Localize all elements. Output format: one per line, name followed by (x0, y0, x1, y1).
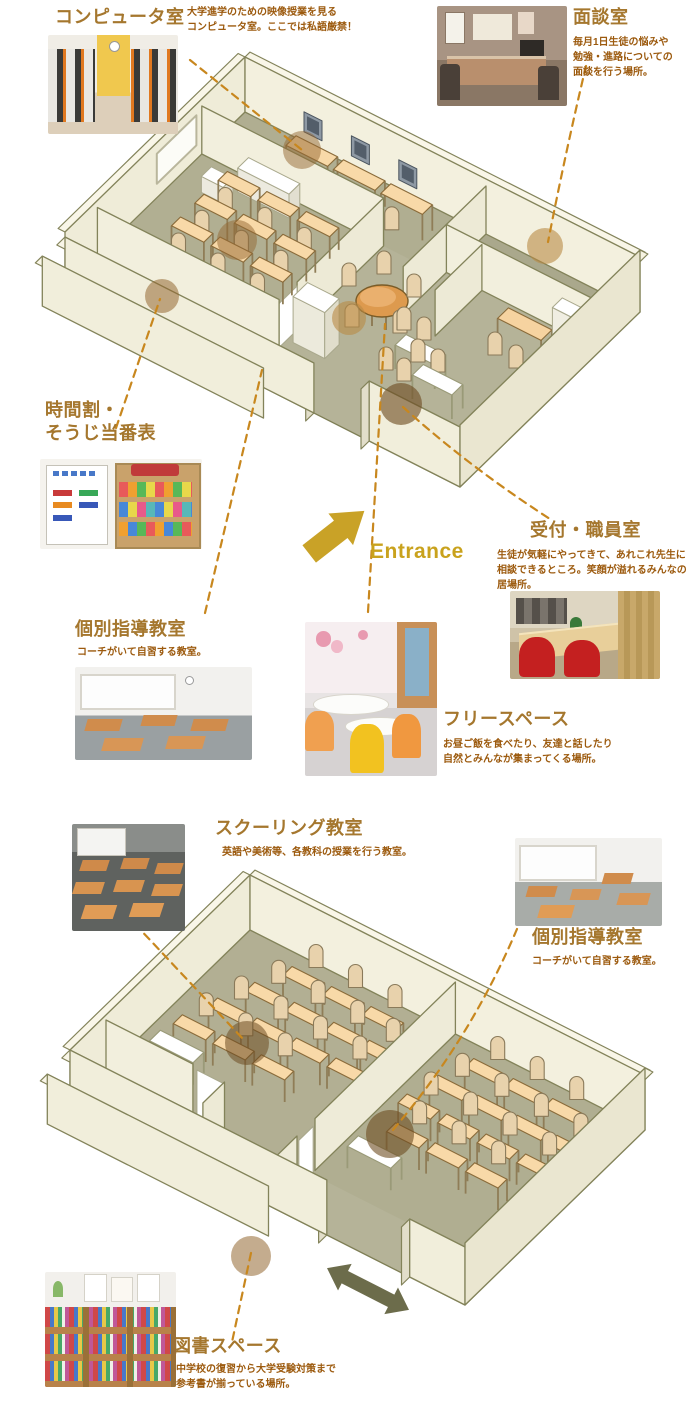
individual-room-photo-b (515, 838, 662, 926)
schooling-room-title: スクーリング教室 (215, 818, 363, 838)
computer-room-label: コンピュータ室 (55, 6, 185, 29)
individual-room-label: 個別指導教室 コーチがいて自習する教室。 (75, 618, 207, 660)
leader-free-space (366, 322, 387, 614)
leader-lines (114, 58, 588, 1344)
individual-room-title-b: 個別指導教室 (532, 927, 643, 947)
partition-interview-left (434, 243, 483, 337)
individual-room-title: 個別指導教室 (75, 619, 186, 639)
schooling-room-photo (72, 824, 185, 931)
library-photo (45, 1272, 176, 1387)
wall-detached-left-b (39, 1073, 270, 1237)
top-room-markers (145, 131, 563, 425)
leader-timetable (114, 297, 162, 430)
wall-right-outer-b (464, 1067, 654, 1306)
interview-room-desc: 毎月1日生徒の悩みや 勉強・進路についての 面談を行う場所。 (573, 37, 673, 79)
reception-marker (380, 383, 422, 425)
leader-computer-room (188, 58, 304, 152)
individual-room-marker (217, 220, 257, 260)
free-space-table (341, 250, 422, 334)
individual-room-desc-b: コーチがいて自習する教室。 (532, 956, 662, 968)
free-space-marker (332, 301, 366, 335)
interview-room-label: 面談室 毎月1日生徒の悩みや 勉強・進路についての 面談を行う場所。 (573, 6, 673, 80)
computer-room-title: コンピュータ室 (55, 7, 185, 27)
bottom-floor-plan (39, 869, 654, 1306)
reception-desc-block: 生徒が気軽にやってきて、あれこれ先生に 相談できるところ。笑顔が溢れるみんなの … (497, 548, 687, 593)
free-space-title: フリースペース (443, 709, 570, 729)
timetable-marker (145, 279, 179, 313)
entrance-arrow-icon (302, 510, 365, 563)
reception-photo (510, 591, 660, 679)
reception-desc: 生徒が気軽にやってきて、あれこれ先生に 相談できるところ。笑顔が溢れるみんなの … (497, 550, 687, 591)
whiteboard (155, 114, 198, 185)
reception-tables (378, 306, 464, 419)
leader-reception (401, 405, 552, 521)
entrance-label: Entrance (370, 540, 464, 563)
wall-right-outer (459, 249, 649, 488)
computer-room-photo (48, 35, 178, 134)
computer-room-marker (283, 131, 321, 169)
individual-room-label-b: 個別指導教室 コーチがいて自習する教室。 (532, 926, 662, 969)
top-floor-plan (34, 51, 649, 488)
two-way-arrow-icon (327, 1263, 409, 1315)
wall-detached-left (34, 255, 265, 419)
interview-room-marker (527, 228, 563, 264)
library-label: 図書スペース 中学校の復習から大学受験対策まで 参考書が揃っている場所。 (173, 1335, 336, 1392)
schooling-room-desc: 英語や美術等、各教科の授業を行う教室。 (222, 847, 412, 859)
free-space-desc: お昼ご飯を食べたり、友達と話したり 自然とみんなが集まってくる場所。 (443, 739, 613, 766)
leader-interview-room (546, 64, 588, 244)
timetable-label: 時間割・ そうじ当番表 (45, 399, 156, 445)
library-title: 図書スペース (173, 1336, 282, 1356)
schooling-room-label: スクーリング教室 英語や美術等、各教科の授業を行う教室。 (215, 817, 412, 860)
computer-room-desc-block: 大学進学のための映像授業を見る コンピュータ室。ここでは私語厳禁！ (187, 5, 357, 35)
leader-individual-room (203, 368, 264, 615)
leader-library (230, 1251, 253, 1344)
individual-room-desc: コーチがいて自習する教室。 (77, 647, 207, 659)
reception-title: 受付・職員室 (530, 520, 641, 540)
interview-room-photo (437, 6, 567, 106)
leader-schooling-room (133, 922, 246, 1042)
leader-individual-room-b (390, 927, 519, 1133)
wall-front-right-b (400, 1218, 466, 1306)
interview-room-title: 面談室 (573, 7, 629, 27)
timetable-title: 時間割・ そうじ当番表 (45, 400, 156, 444)
computer-room-desc: 大学進学のための映像授業を見る コンピュータ室。ここでは私語厳禁！ (187, 7, 357, 33)
individual-room-photo (75, 667, 252, 760)
timetable-photo (40, 459, 202, 549)
free-space-label: フリースペース お昼ご飯を食べたり、友達と話したり 自然とみんなが集まってくる場… (443, 708, 613, 767)
individual-room-marker-b (366, 1110, 414, 1158)
library-desc: 中学校の復習から大学受験対策まで 参考書が揃っている場所。 (176, 1364, 336, 1391)
reception-label: 受付・職員室 (530, 519, 641, 542)
free-space-photo (305, 622, 437, 776)
partition-center (314, 981, 457, 1172)
